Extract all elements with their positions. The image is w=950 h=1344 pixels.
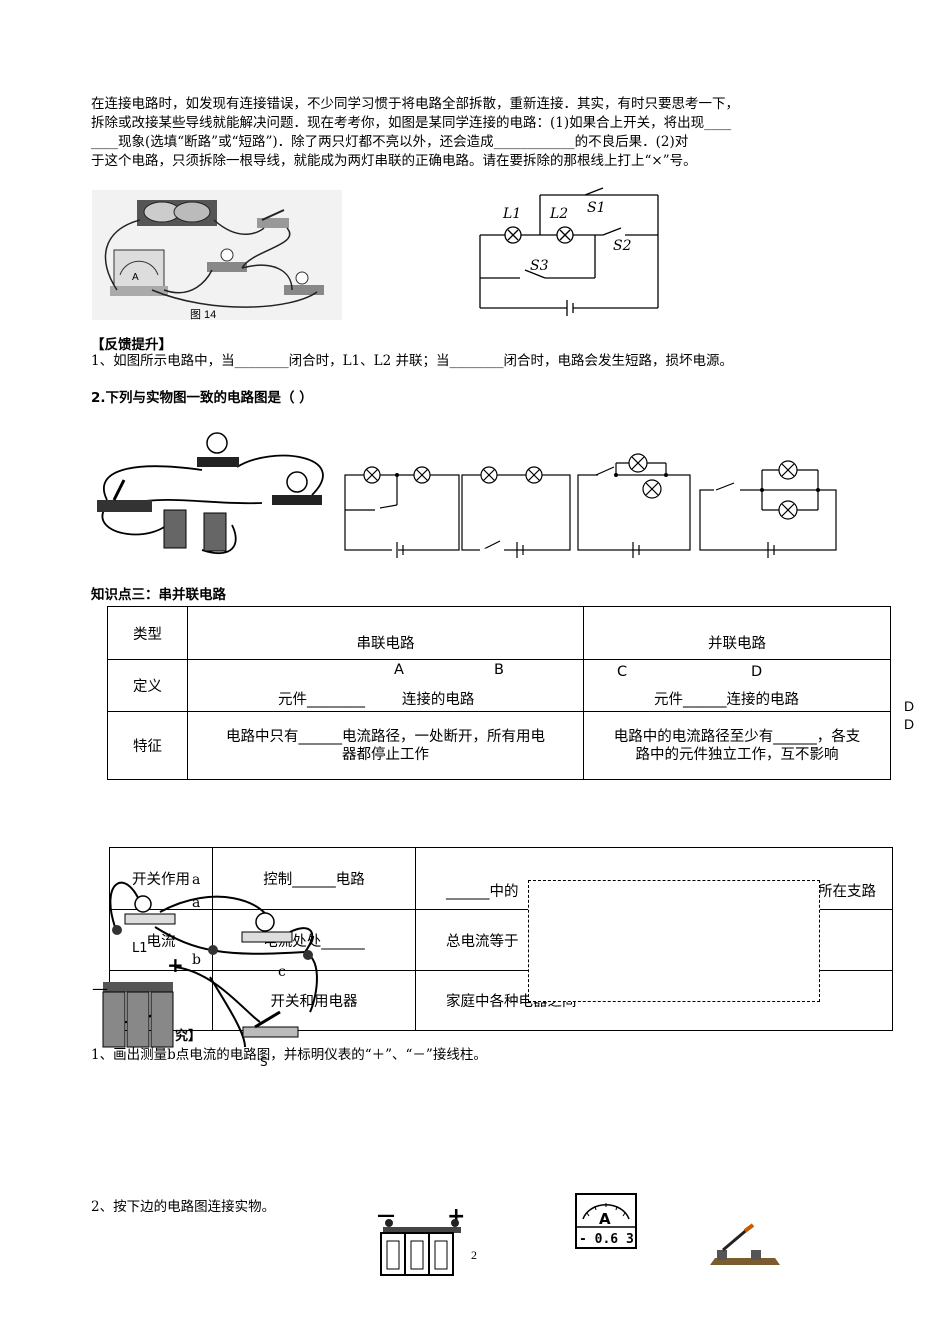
option-schematic-3 (577, 453, 691, 558)
label-l1: L1 (502, 206, 521, 222)
overlay-physical-circuit: a a L1 b c + — S 究】 (92, 872, 318, 1069)
option-schematic-2 (461, 466, 571, 558)
feedback-q2: 2.下列与实物图一致的电路图是（ ） (91, 390, 313, 406)
intro-line-2: 拆除或改接某些导线就能解决问题．现在考考你，如图是某同学连接的电路：(1)如果合… (91, 115, 732, 131)
fig14-ammeter-letter: A (132, 272, 139, 283)
battery-pack-icon: — + (377, 1204, 465, 1276)
ammeter-letter: A (599, 1210, 611, 1228)
fig14-physical-circuit: A 图 14 (92, 190, 342, 321)
overlay-label-s: S (260, 1055, 268, 1069)
overlay-label-c: c (278, 964, 286, 980)
feedback-q1: 1、如图所示电路中，当________闭合时，L1、L2 并联；当_______… (91, 353, 733, 369)
label-s2: S2 (613, 238, 632, 254)
t2-r1c3b: 所在支路 (818, 884, 876, 900)
option-b: B (494, 662, 504, 678)
side-letter-d2: D (904, 716, 915, 732)
schematic-l1-l2-s1-s2-s3: L1 L2 S1 S2 S3 (479, 187, 659, 316)
ammeter-icon: A - 0.6 3 (575, 1193, 637, 1249)
definition-parallel-cell: C D 元件______连接的电路 (583, 659, 891, 712)
intro-line-3: ____现象(选填“断路”或“短路”)．除了两只灯都不亮以外，还会造成_____… (91, 134, 689, 150)
explore-q1: 1、画出测量b点电流的电路图，并标明仪表的“＋”、“－”接线柱。 (91, 1047, 487, 1063)
ammeter-scale: - 0.6 3 (579, 1232, 634, 1247)
overlay-label-a1: a (192, 872, 200, 888)
overlay-minus: — (92, 979, 108, 998)
header-parallel: 并联电路 (583, 606, 891, 660)
feedback-heading: 【反馈提升】 (91, 337, 172, 353)
option-c: C (617, 664, 628, 680)
explore-q2: 2、按下边的电路图连接实物。 (91, 1199, 276, 1215)
label-feature: 特征 (107, 711, 188, 780)
feature-series-2: 器都停止工作 (342, 746, 429, 763)
knowledge3-heading: 知识点三：串并联电路 (91, 587, 226, 603)
switch-icon (710, 1223, 780, 1265)
overlay-plus: + (167, 953, 184, 977)
series-parallel-table: 类型 串联电路 并联电路 定义 A B 元件________ 连接的电路 C D… (107, 606, 891, 780)
definition-series: 元件________ 连接的电路 (278, 692, 475, 708)
feature-parallel-2: 路中的元件独立工作，互不影响 (635, 746, 839, 763)
overlay-label-a2: a (192, 895, 200, 911)
feature-series-cell: 电路中只有______电流路径，一处断开，所有用电 器都停止工作 (187, 711, 584, 780)
feature-parallel-cell: 电路中的电流路径至少有______，各支 路中的元件独立工作，互不影响 (583, 711, 891, 780)
side-letter-d1: D (904, 698, 915, 714)
feature-parallel-1: 电路中的电流路径至少有______，各支 (613, 728, 861, 745)
header-type: 类型 (107, 606, 188, 660)
fig14-caption: 图 14 (190, 308, 216, 321)
dashed-answer-box (528, 880, 820, 1002)
overlay-label-l1: L1 (132, 941, 148, 956)
t2-r1c2: 控制______电路 (212, 847, 416, 910)
option-schematic-4 (699, 460, 837, 558)
option-d: D (751, 664, 763, 680)
option-schematic-1 (344, 466, 460, 558)
definition-parallel: 元件______连接的电路 (654, 692, 799, 708)
overlay-fragment: 究】 (175, 1028, 201, 1044)
label-s3: S3 (530, 258, 549, 274)
label-l2: L2 (549, 206, 568, 222)
definition-series-cell: A B 元件________ 连接的电路 (187, 659, 584, 712)
label-definition: 定义 (107, 659, 188, 712)
feature-series-1: 电路中只有______电流路径，一处断开，所有用电 (226, 728, 545, 745)
page-number: 2 (471, 1248, 477, 1262)
intro-line-1: 在连接电路时，如发现有连接错误，不少同学习惯于将电路全部拆散，重新连接．其实，有… (91, 96, 739, 112)
overlay-label-b: b (192, 952, 201, 968)
label-s1: S1 (587, 200, 606, 216)
option-a: A (394, 662, 404, 678)
header-series: 串联电路 (187, 606, 584, 660)
q2-physical-circuit (97, 432, 324, 555)
t2-r1c3a: ______中的 (446, 884, 519, 900)
intro-line-4: 于这个电路，只须拆除一根导线，就能成为两灯串联的正确电路。请在要拆除的那根线上打… (91, 153, 697, 169)
